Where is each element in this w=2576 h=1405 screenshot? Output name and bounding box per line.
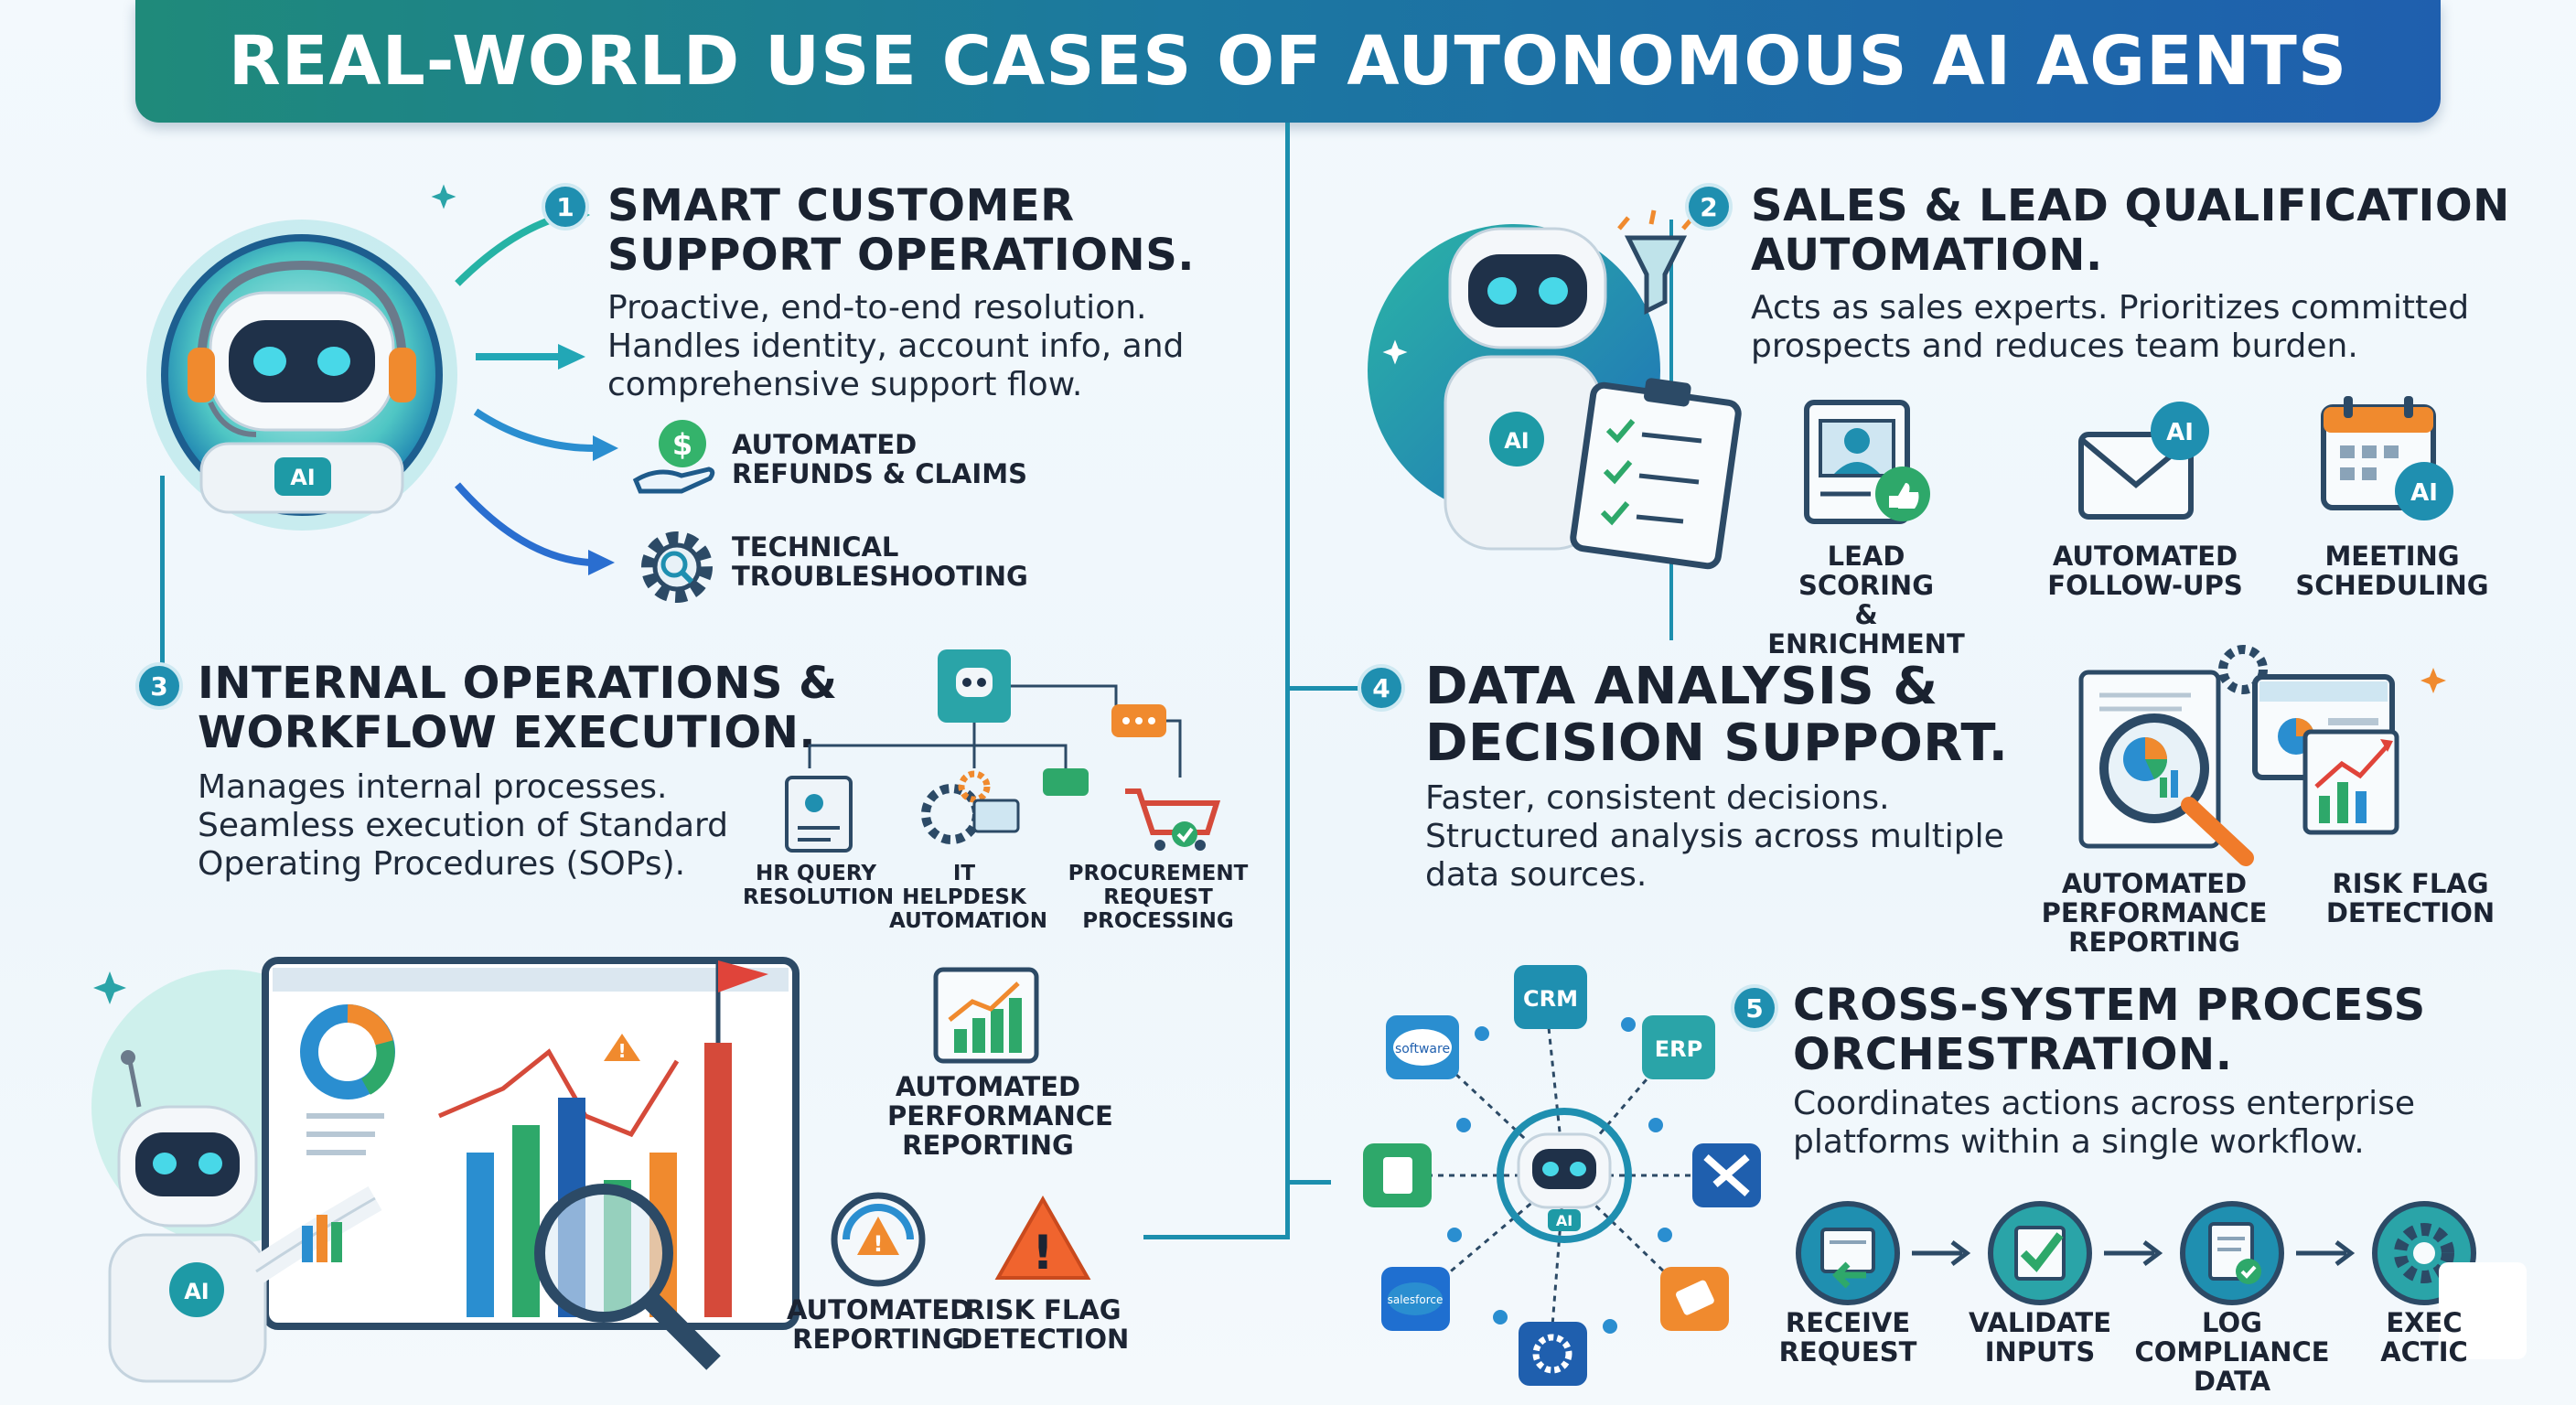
section-2-number: 2 xyxy=(1689,187,1729,227)
item-bottom-risk-flag: RISK FLAG DETECTION xyxy=(961,1294,1130,1355)
section-1-number: 1 xyxy=(545,187,585,227)
log-doc-icon xyxy=(2180,1201,2284,1305)
risk-chart-icon xyxy=(2218,645,2446,835)
svg-text:ERP: ERP xyxy=(1655,1036,1702,1062)
item-it-helpdesk: IT HELPDESK AUTOMATION xyxy=(889,862,1047,933)
robot-badge: AI xyxy=(290,465,316,490)
item-automated-refunds: AUTOMATED REFUNDS & CLAIMS xyxy=(732,429,1027,489)
item-automated-performance-reporting: AUTOMATED PERFORMANCE REPORTING xyxy=(2041,868,2268,958)
workflow-tree-diagram xyxy=(785,649,1221,853)
page-title: REAL-WORLD USE CASES OF AUTONOMOUS AI AG… xyxy=(228,22,2348,101)
section-2-title: SALES & LEAD QUALIFICATION AUTOMATION. xyxy=(1751,180,2510,281)
item-risk-flag-detection: RISK FLAG DETECTION xyxy=(2325,868,2496,928)
report-magnifier-icon xyxy=(2078,670,2254,866)
title-banner: REAL-WORLD USE CASES OF AUTONOMOUS AI AG… xyxy=(135,0,2441,123)
section-4-title: DATA ANALYSIS & DECISION SUPPORT. xyxy=(1425,657,2009,773)
sparkle-icon xyxy=(93,971,126,1004)
section-1-description: Proactive, end-to-end resolution. Handle… xyxy=(607,289,1185,403)
item-procurement: PROCUREMENT REQUEST PROCESSING xyxy=(1068,862,1249,933)
svg-text:$: $ xyxy=(672,427,692,462)
analytics-robot-illustration: ! AI xyxy=(91,957,800,1383)
corner-patch xyxy=(2439,1262,2527,1359)
section-5-title: CROSS-SYSTEM PROCESS ORCHESTRATION. xyxy=(1793,980,2426,1080)
section-4-description: Faster, consistent decisions. Structured… xyxy=(1425,779,2004,894)
orchestration-hub-diagram: AI CRM ERP software salesforce xyxy=(1363,965,1761,1386)
section-1-title: SMART CUSTOMER SUPPORT OPERATIONS. xyxy=(607,180,1196,281)
sparkle-icon xyxy=(1382,339,1408,365)
step-arrow-1 xyxy=(1912,1240,1971,1266)
step-arrow-2 xyxy=(2104,1240,2163,1266)
svg-text:AI: AI xyxy=(2410,479,2438,507)
svg-text:!: ! xyxy=(617,1040,626,1062)
calendar-ai-icon: AI xyxy=(2321,396,2453,520)
gear-search-icon xyxy=(641,531,713,603)
validate-check-icon xyxy=(1988,1201,2092,1305)
connector-to-section-5 xyxy=(1285,1180,1331,1185)
step-validate-inputs: VALIDATE INPUTS xyxy=(1968,1307,2112,1367)
connector-to-section-4 xyxy=(1285,686,1358,691)
item-lead-scoring: LEAD SCORING & ENRICHMENT xyxy=(1767,541,1965,660)
money-hand-icon: $ xyxy=(632,420,715,494)
envelope-ai-icon: AI xyxy=(2078,402,2209,520)
step-log-compliance: LOG COMPLIANCE DATA xyxy=(2134,1307,2330,1397)
item-technical-troubleshooting: TECHNICAL TROUBLESHOOTING xyxy=(732,531,1028,592)
svg-text:AI: AI xyxy=(1556,1212,1572,1229)
step-execute-actions: EXEC ACTIC xyxy=(2380,1308,2468,1367)
section-3-number: 3 xyxy=(139,666,179,706)
svg-text:software: software xyxy=(1395,1042,1450,1056)
section-5-number: 5 xyxy=(1734,988,1775,1028)
section-3-description: Manages internal processes. Seamless exe… xyxy=(198,768,729,883)
section-1-arrows xyxy=(454,203,618,575)
item-bottom-automated-reporting: AUTOMATED REPORTING xyxy=(787,1294,972,1355)
sales-robot-badge: AI xyxy=(1504,428,1530,454)
section-3-title: INTERNAL OPERATIONS & WORKFLOW EXECUTION… xyxy=(198,658,838,758)
connector-section-3-vertical xyxy=(160,476,165,686)
svg-text:CRM: CRM xyxy=(1523,986,1578,1012)
section-4-number: 4 xyxy=(1361,668,1401,708)
svg-text:salesforce: salesforce xyxy=(1388,1293,1444,1306)
receive-request-icon xyxy=(1796,1201,1900,1305)
chart-report-icon xyxy=(933,967,1039,1064)
analytics-robot-badge: AI xyxy=(184,1279,209,1304)
item-hr-query: HR QUERY RESOLUTION xyxy=(743,862,895,909)
sparkle-icon xyxy=(431,184,456,209)
svg-text:!: ! xyxy=(1032,1226,1054,1281)
item-bottom-automated-performance: AUTOMATED PERFORMANCE REPORTING xyxy=(887,1071,1113,1161)
item-meeting-scheduling: MEETING SCHEDULING xyxy=(2295,541,2489,601)
warning-triangle-icon: ! xyxy=(994,1195,1091,1281)
section-5-description: Coordinates actions across enterprise pl… xyxy=(1793,1085,2415,1161)
svg-text:!: ! xyxy=(874,1231,884,1257)
gauge-warning-icon: ! xyxy=(831,1192,926,1287)
lead-card-icon xyxy=(1804,400,1930,524)
step-receive-request: RECEIVE REQUEST xyxy=(1778,1307,1917,1367)
section-2-description: Acts as sales experts. Prioritizes commi… xyxy=(1751,289,2470,365)
connector-bottom-left xyxy=(1143,1235,1290,1239)
item-automated-follow-ups: AUTOMATED FOLLOW-UPS xyxy=(2047,541,2243,601)
center-vertical-connector xyxy=(1285,123,1290,1239)
step-arrow-3 xyxy=(2296,1240,2356,1266)
support-robot-illustration: AI xyxy=(146,220,457,531)
svg-text:AI: AI xyxy=(2166,419,2194,446)
sales-robot-illustration: AI xyxy=(1368,209,1742,570)
